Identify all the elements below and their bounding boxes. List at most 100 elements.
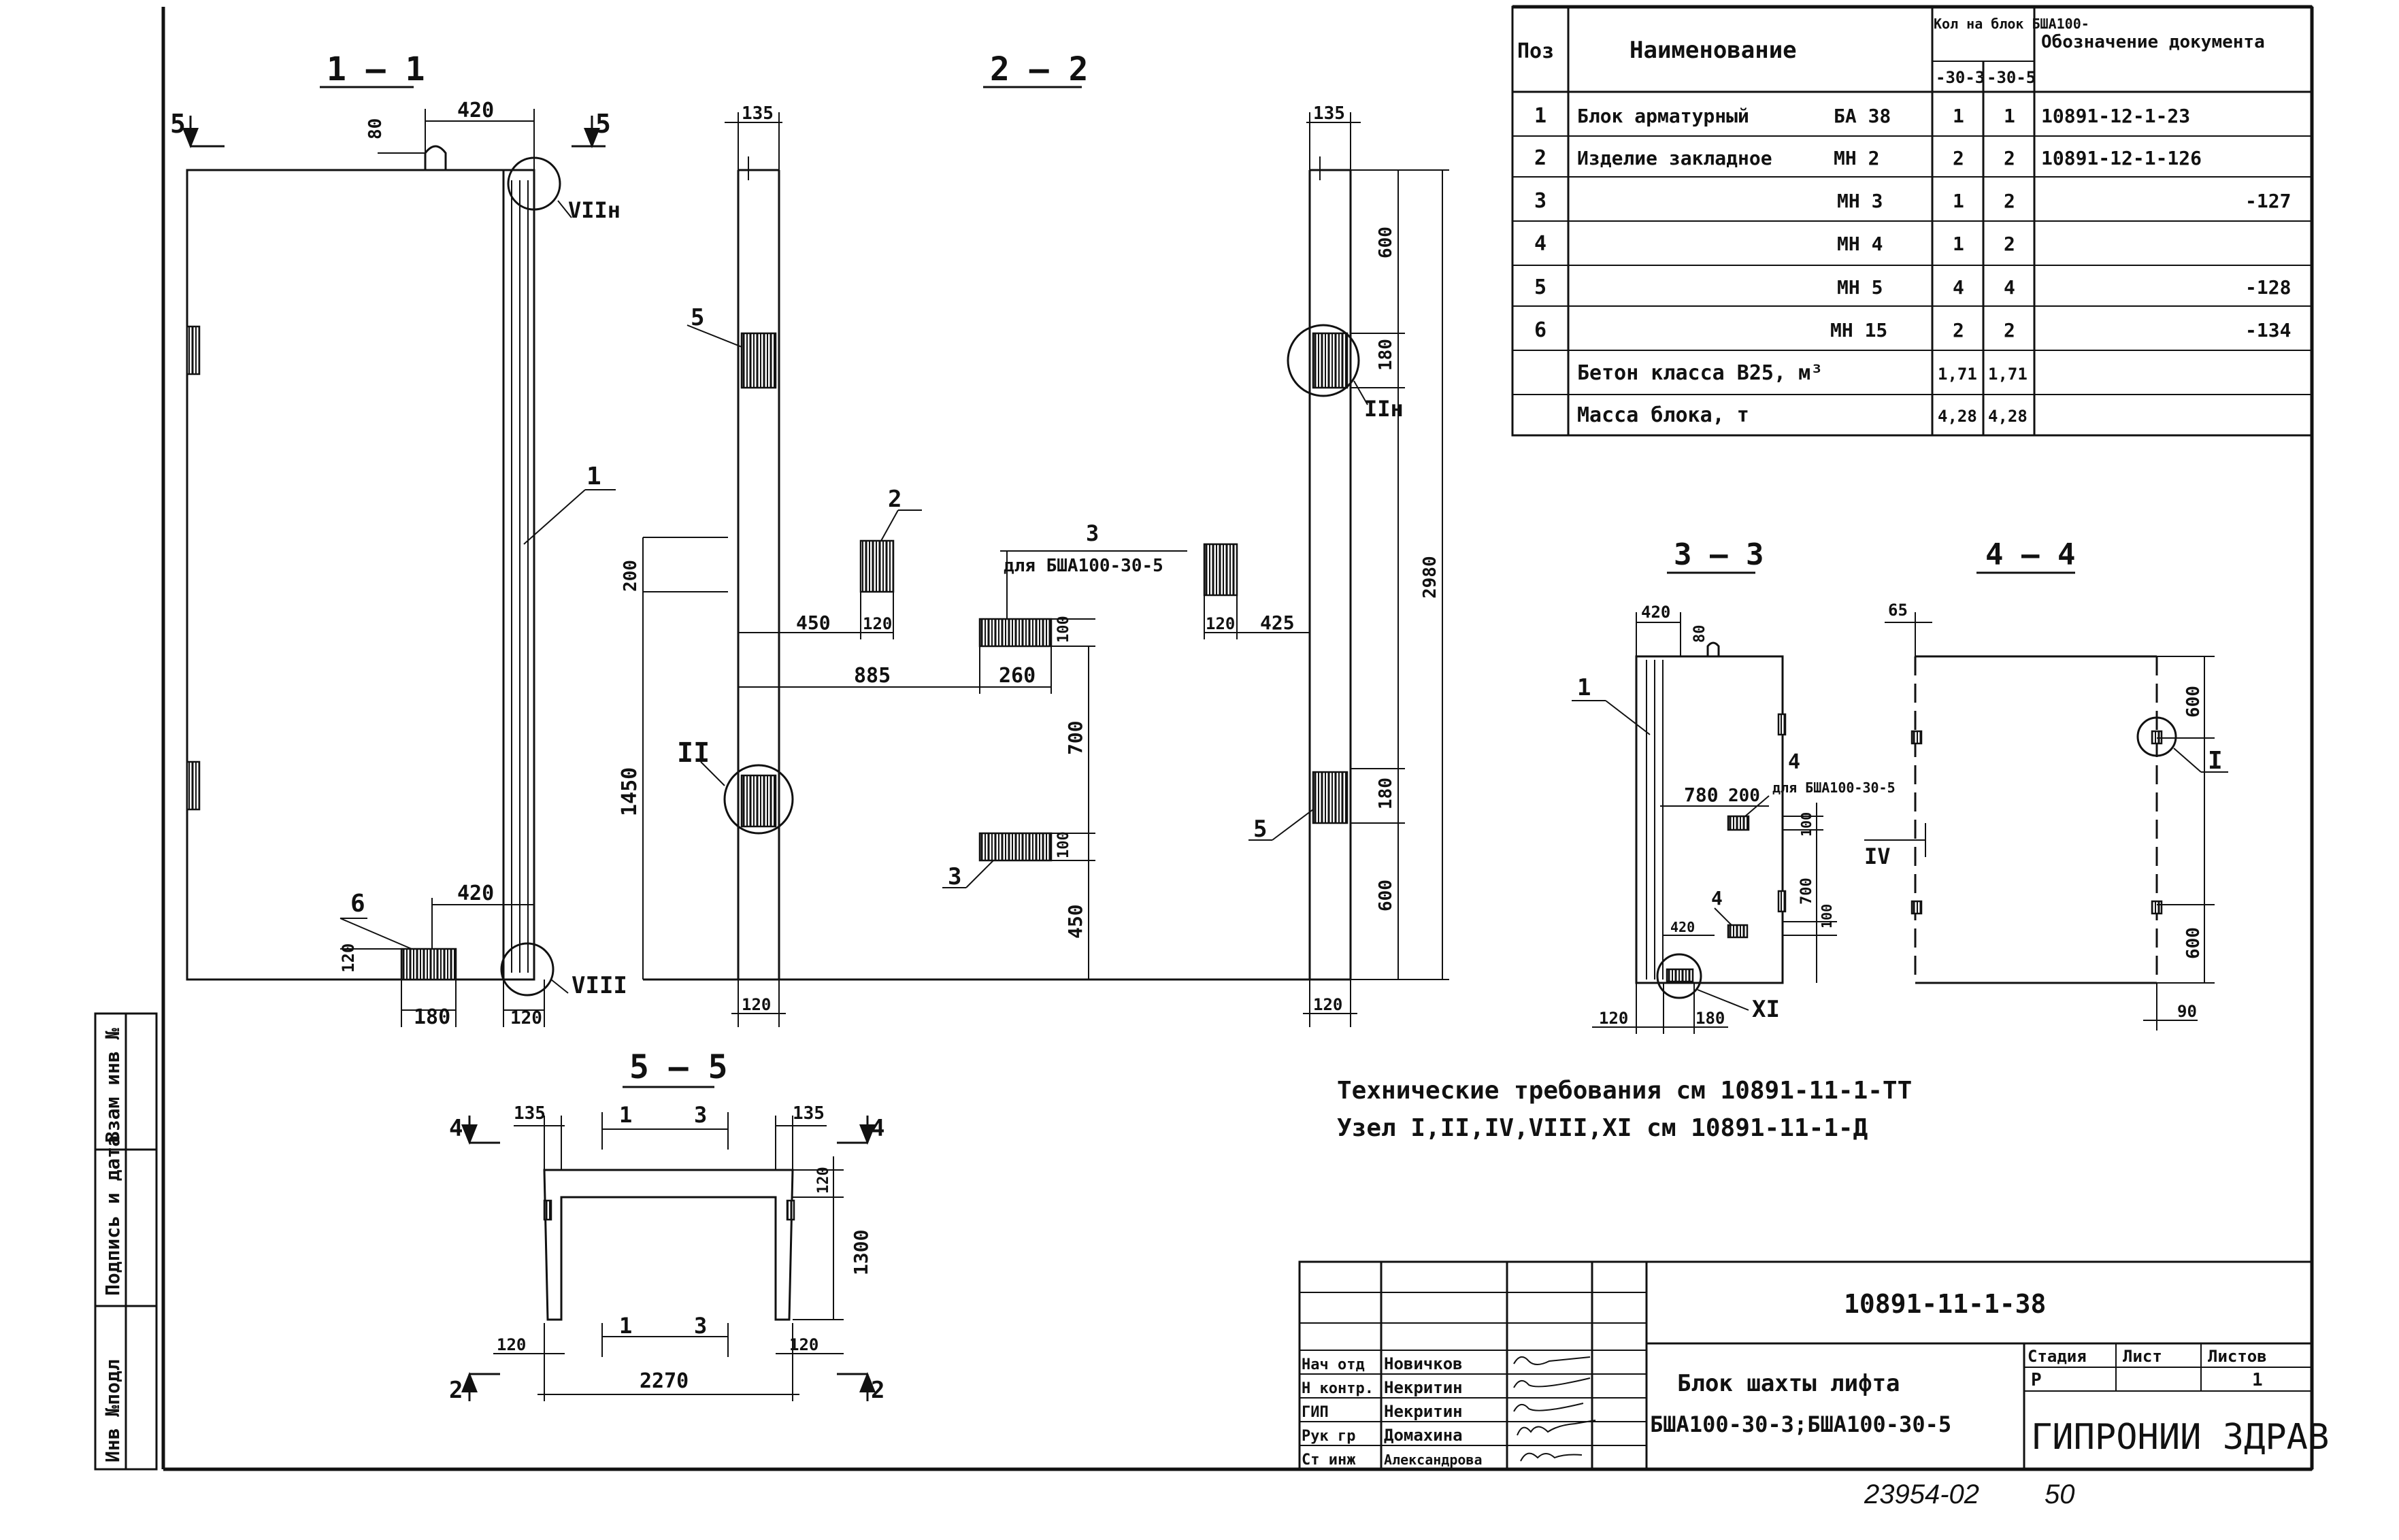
cut-2-right: 2 — [871, 1377, 884, 1404]
drawing-label: МН 5 — [1837, 276, 1883, 299]
drawing-label: 1 — [2004, 105, 2015, 127]
hdr-qty-b: -30-5 — [1987, 68, 2036, 87]
dim-780: 780 — [1684, 784, 1719, 806]
drawing-label: БА 38 — [1834, 105, 1891, 127]
spec-row: 5 МН 5 4 4 -128 — [1534, 275, 2291, 299]
cut-4-right: 4 — [871, 1115, 884, 1142]
drawing-label: Блок арматурный — [1577, 105, 1749, 127]
drawing-label: 6 — [1534, 318, 1546, 342]
dim-885: 885 — [854, 664, 891, 688]
dim-180-33: 180 — [1695, 1009, 1725, 1028]
cut-2-left: 2 — [449, 1377, 463, 1404]
role: Ст инж — [1302, 1452, 1356, 1469]
drawing-label: Масса блока, т — [1577, 403, 1749, 427]
dim-120-br: 120 — [1313, 995, 1342, 1014]
stage-value: Р — [2031, 1370, 2042, 1390]
drawing-label: 4 — [1534, 232, 1546, 256]
role: Нач отд — [1302, 1356, 1365, 1373]
dim-1300: 1300 — [850, 1230, 872, 1275]
dim-700: 700 — [1064, 720, 1087, 755]
dim-425: 425 — [1260, 612, 1295, 634]
hdr-pos: Поз — [1517, 39, 1554, 63]
dim-120-55br: 120 — [789, 1335, 818, 1354]
pos-5-upper: 5 — [691, 304, 704, 331]
side-stamp: Инв №подл Подпись и дата Взам инв № — [94, 1012, 158, 1471]
dim-700-33: 700 — [1798, 877, 1815, 905]
drawing-label: Бетон класса В25, м³ — [1577, 361, 1823, 385]
dim-450-left: 450 — [796, 612, 831, 634]
drawing-label: 1,71 — [1988, 365, 2028, 384]
dim-260: 260 — [999, 664, 1036, 688]
org-name: ГИПРОНИИ ЗДРАВ — [2031, 1417, 2329, 1458]
cut-4-left: 4 — [449, 1115, 463, 1142]
dim-120-33: 120 — [1599, 1009, 1628, 1028]
dim-200-33: 200 — [1728, 786, 1760, 806]
pos-1-33: 1 — [1577, 674, 1591, 701]
drawing-label: МН 15 — [1830, 319, 1887, 341]
hdr-name: Наименование — [1629, 37, 1797, 64]
person-name: Александрова — [1384, 1452, 1483, 1468]
dim-120-55top: 120 — [815, 1167, 832, 1194]
doc-code: 10891-11-1-38 — [1844, 1289, 2046, 1319]
drawing-label: 2 — [2004, 147, 2015, 169]
stamp-inv-podl: Инв №подл — [101, 1359, 124, 1462]
title-block: 10891-11-1-38 Нач отд Н контр. ГИП Рук г… — [1298, 1260, 2329, 1471]
section-title-2-2: 2 – 2 — [990, 50, 1089, 88]
sheet-frame — [161, 5, 2314, 1471]
pos-4-upper: 4 — [1788, 750, 1800, 774]
dim-100-lower: 100 — [1055, 831, 1072, 858]
sheets-value: 1 — [2252, 1370, 2263, 1390]
section-title-1-1: 1 – 1 — [327, 50, 425, 88]
node-II: II — [677, 737, 710, 769]
pos-1-label: 1 — [586, 463, 601, 490]
pos-1-55a: 1 — [619, 1102, 632, 1128]
dim-80: 80 — [365, 118, 386, 139]
spec-row-mass: Масса блока, т 4,28 4,28 — [1577, 403, 2028, 427]
signature-3 — [1513, 1403, 1584, 1412]
role: Рук гр — [1302, 1428, 1355, 1445]
pos-2-label: 2 — [888, 486, 901, 513]
spec-row: 4 МН 4 1 2 — [1534, 232, 2015, 256]
section-title-4-4: 4 – 4 — [1985, 537, 2075, 572]
dim-600-44a: 600 — [2183, 686, 2204, 718]
dim-600-upper: 600 — [1376, 227, 1396, 258]
page-number: 50 — [2045, 1479, 2075, 1509]
dim-65: 65 — [1888, 601, 1908, 620]
dim-135-55b: 135 — [793, 1103, 825, 1124]
sheets-header: Листов — [2208, 1347, 2267, 1366]
dim-120-pos2: 120 — [863, 614, 892, 633]
dim-135-left: 135 — [742, 103, 774, 124]
drawing-label: 1 — [1953, 233, 1964, 255]
person-name: Домахина — [1384, 1426, 1463, 1445]
person-name: Некритин — [1384, 1378, 1463, 1397]
section-5-5: 5 – 5 135 135 1 3 4 4 120 1300 — [449, 1048, 884, 1404]
cut-5-left: 5 — [170, 109, 186, 139]
spec-row-concrete: Бетон класса В25, м³ 1,71 1,71 — [1577, 361, 2028, 385]
dim-100-upper: 100 — [1055, 616, 1072, 643]
dim-135-right: 135 — [1313, 103, 1345, 124]
dim-120-bottom: 120 — [510, 1008, 542, 1028]
node-I: I — [2208, 747, 2223, 775]
dim-100-33b: 100 — [1819, 904, 1835, 928]
dim-420-33: 420 — [1641, 603, 1670, 622]
drawing-label: 4 — [1953, 276, 1964, 299]
drawing-label: 2 — [2004, 319, 2015, 341]
drawing-label: 1,71 — [1938, 365, 1977, 384]
drawing-label: МН 3 — [1837, 190, 1883, 212]
section-1-1: 1 – 1 420 80 5 5 VIIн 1 — [170, 50, 627, 1029]
drawing-label: Изделие закладное — [1577, 147, 1772, 169]
pos-4-note: для БША100-30-5 — [1772, 780, 1896, 796]
spec-row: 3 МН 3 1 2 -127 — [1534, 189, 2291, 213]
dim-180-upper: 180 — [1376, 339, 1396, 371]
dim-120-bl: 120 — [742, 995, 771, 1014]
drawing-label: -134 — [2245, 319, 2291, 341]
drawing-label: 10891-12-1-23 — [2041, 105, 2190, 127]
dim-2270: 2270 — [640, 1369, 689, 1393]
signature-5 — [1520, 1452, 1583, 1462]
drawing-label: 1 — [1534, 104, 1546, 128]
technical-notes: Технические требования см 10891-11-1-ТТ … — [1337, 1077, 1912, 1142]
cut-5-right: 5 — [595, 109, 611, 139]
node-XI: XI — [1752, 996, 1780, 1023]
stage-header: Стадия — [2028, 1347, 2087, 1366]
dim-420-top: 420 — [457, 99, 494, 122]
